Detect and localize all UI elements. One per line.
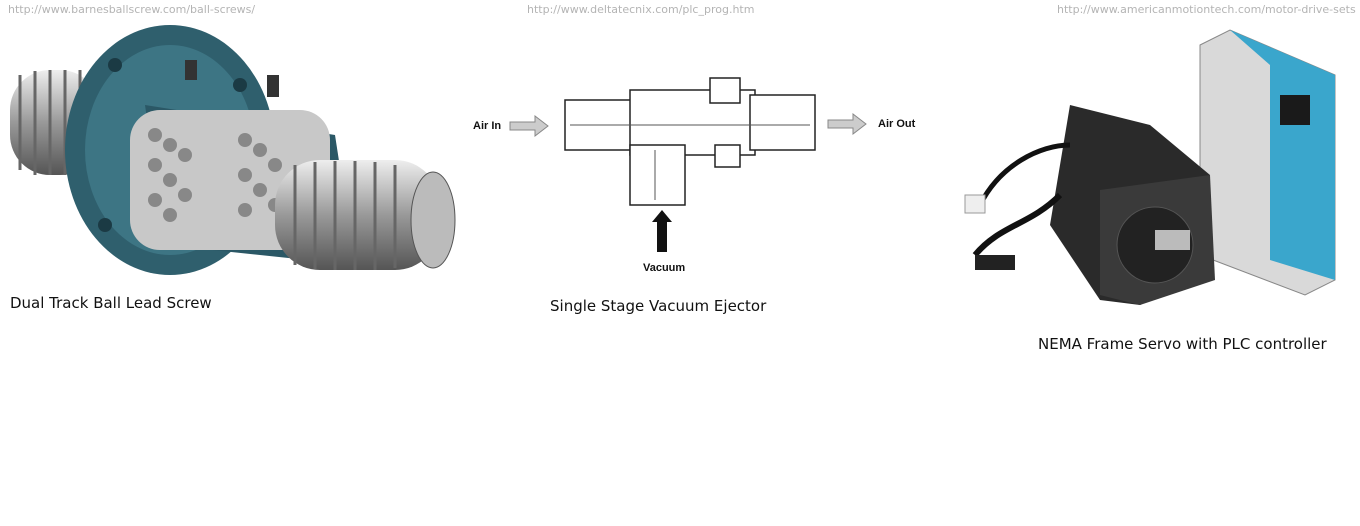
ball-screw-caption: Dual Track Ball Lead Screw (10, 294, 212, 312)
vacuum-label: Vacuum (643, 262, 686, 274)
air-out-label: Air Out (878, 118, 916, 130)
servo-caption: NEMA Frame Servo with PLC controller (1038, 335, 1327, 353)
servo-source-url: http://www.americanmotiontech.com/motor-… (1057, 3, 1356, 16)
air-in-label: Air In (473, 120, 502, 132)
vacuum-ejector-diagram (509, 77, 867, 252)
servo-motor-image (964, 29, 1336, 305)
ejector-caption: Single Stage Vacuum Ejector (550, 297, 767, 315)
ejector-source-url: http://www.deltatecnix.com/plc_prog.htm (527, 3, 755, 16)
ball-screw-image (10, 25, 456, 275)
ball-screw-source-url: http://www.barnesballscrew.com/ball-scre… (8, 3, 256, 16)
